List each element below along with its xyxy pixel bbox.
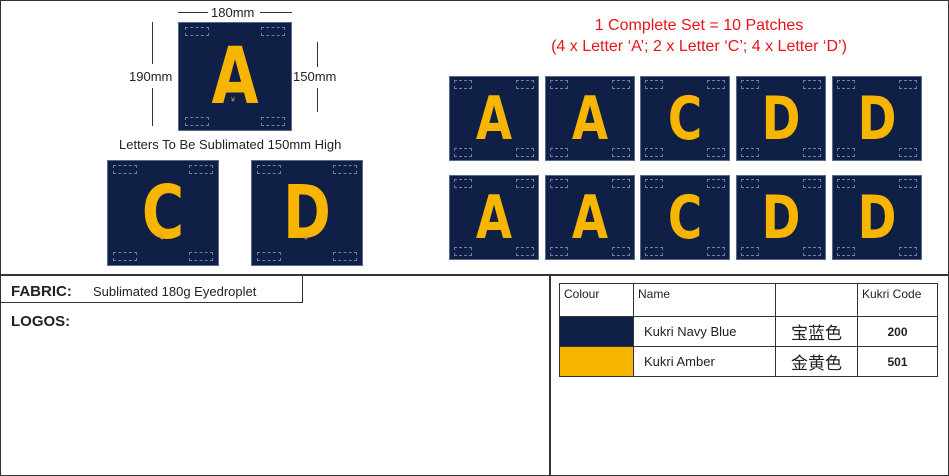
sample-patch-d: D ¥ [251, 160, 363, 266]
colour-chinese-name: 宝蓝色 [775, 316, 858, 347]
set-patch: A [449, 76, 539, 161]
letter-dimension-label: 150mm [293, 69, 337, 84]
set-patch: A [545, 76, 635, 161]
patch-letter: C [667, 83, 703, 154]
patch-letter: D [283, 170, 331, 256]
colour-row: Kukri Amber 金黄色 501 [559, 346, 938, 377]
height-dimension-line-top [152, 22, 153, 64]
set-patch: A [449, 175, 539, 260]
patch-letter: A [475, 83, 513, 154]
sample-patch-a: A ¥ [178, 22, 292, 131]
set-title: 1 Complete Set = 10 Patches [594, 17, 804, 34]
width-dimension-line-right [260, 12, 292, 13]
colour-name: Kukri Amber [633, 346, 776, 377]
fabric-value: Sublimated 180g Eyedroplet [93, 284, 257, 299]
patch-letter: C [141, 170, 185, 256]
set-breakdown: (4 x Letter ‘A’; 2 x Letter ‘C’; 4 x Let… [551, 38, 847, 55]
kukri-mark-icon: ¥ [231, 97, 235, 104]
sublimation-caption: Letters To Be Sublimated 150mm High [119, 137, 342, 152]
set-patch: D [832, 175, 922, 260]
name-header: Name [633, 283, 776, 317]
amber-swatch [559, 346, 634, 377]
letter-dimension-line-top [317, 42, 318, 67]
colour-chinese-name: 金黄色 [775, 346, 858, 377]
set-patch: A [545, 175, 635, 260]
set-patch: D [736, 175, 826, 260]
patch-letter: D [761, 83, 801, 154]
set-patch: D [736, 76, 826, 161]
height-dimension-label: 190mm [129, 69, 173, 84]
kukri-mark-icon: ¥ [160, 235, 164, 242]
sample-patch-c: C ¥ [107, 160, 219, 266]
colour-row: Kukri Navy Blue 宝蓝色 200 [559, 316, 938, 347]
width-dimension-label: 180mm [211, 5, 255, 20]
colour-code: 200 [857, 316, 938, 347]
colour-code: 501 [857, 346, 938, 377]
logos-label: LOGOS: [11, 313, 71, 330]
letter-dimension-line-bottom [317, 88, 318, 112]
colour-table-header: Colour Name Kukri Code [559, 283, 938, 317]
divider-horizontal [0, 274, 949, 276]
patch-letter: A [475, 182, 513, 253]
patch-letter: D [761, 182, 801, 253]
set-patch: D [832, 76, 922, 161]
colour-name: Kukri Navy Blue [633, 316, 776, 347]
fabric-label: FABRIC: [11, 283, 72, 300]
fabric-box [0, 274, 303, 303]
navy-swatch [559, 316, 634, 347]
colour-table: Colour Name Kukri Code Kukri Navy Blue 宝… [559, 283, 938, 377]
code-header: Kukri Code [857, 283, 938, 317]
width-dimension-line-left [178, 12, 208, 13]
divider-vertical [549, 274, 551, 476]
kukri-mark-icon: ¥ [304, 235, 308, 242]
patch-letter: A [211, 31, 259, 122]
colour-header: Colour [559, 283, 634, 317]
patch-letter: D [857, 83, 897, 154]
patch-letter: A [571, 182, 609, 253]
set-patch: C [640, 76, 730, 161]
patch-letter: A [571, 83, 609, 154]
set-patch: C [640, 175, 730, 260]
patch-letter: C [667, 182, 703, 253]
chinese-name-header [775, 283, 858, 317]
patch-letter: D [857, 182, 897, 253]
height-dimension-line-bottom [152, 88, 153, 126]
